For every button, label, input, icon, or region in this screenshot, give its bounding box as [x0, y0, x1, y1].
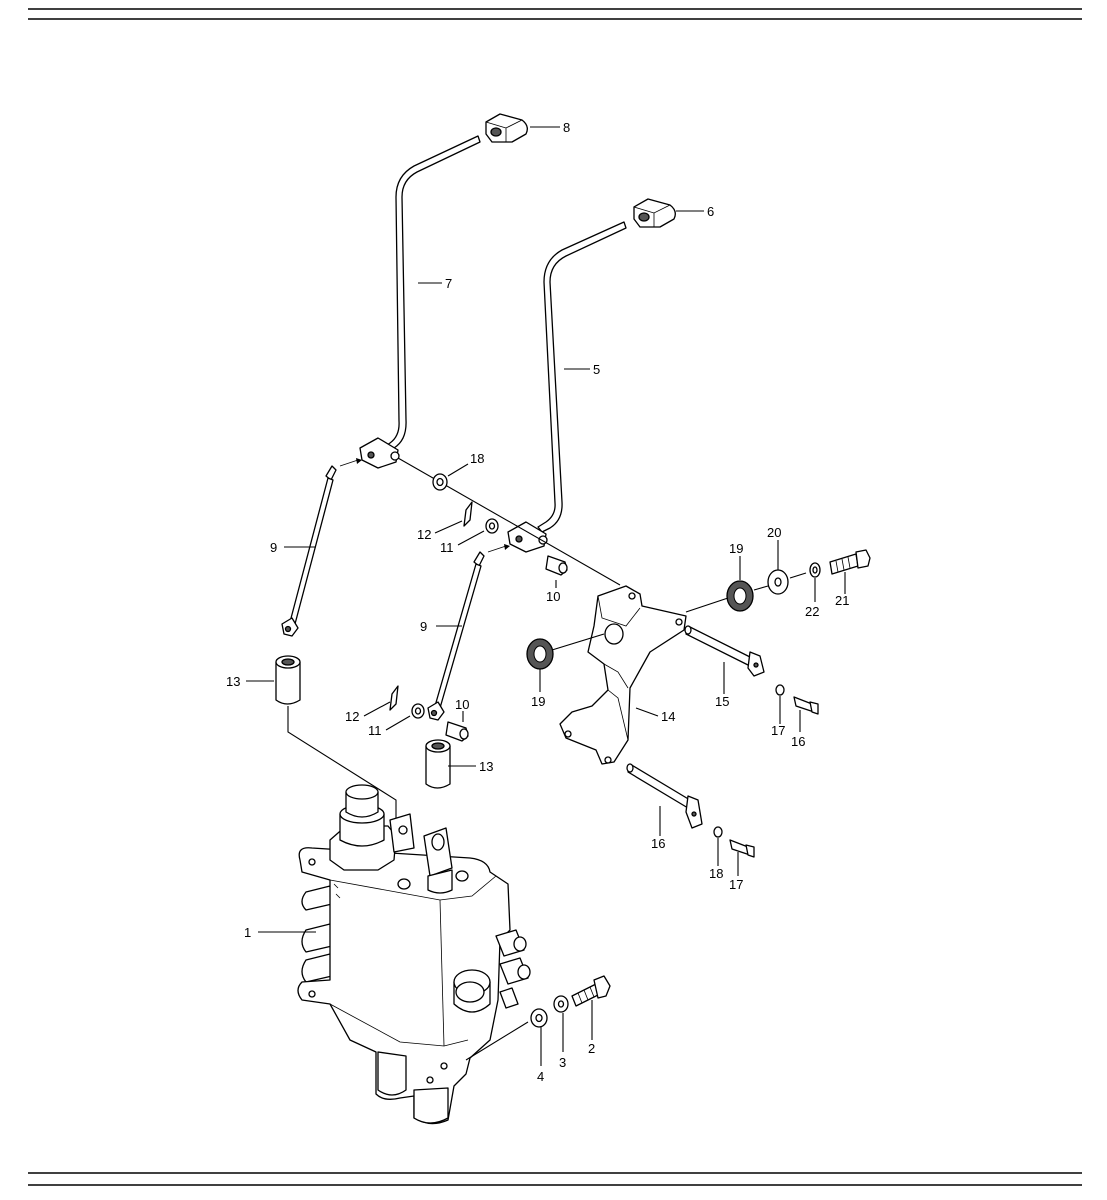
callout-labels: 8 6 7 5 18 9 12 11 10 9 13 12 11 10 13 1…	[226, 120, 849, 1084]
clevis-5	[507, 521, 548, 553]
seal-axis-left	[551, 633, 605, 651]
callout-9b: 9	[420, 619, 427, 634]
callout-4: 4	[537, 1069, 544, 1084]
callout-17a: 16	[791, 734, 805, 749]
callout-1: 1	[244, 925, 251, 940]
link-rod-9-left	[281, 458, 362, 637]
callout-16b: 16	[651, 836, 665, 851]
link-rod-9-right	[427, 544, 510, 721]
washer-3	[553, 995, 569, 1013]
callout-8: 8	[563, 120, 570, 135]
callout-11a: 11	[440, 540, 454, 555]
pin-10-upper	[545, 555, 568, 576]
lever-7	[383, 135, 481, 453]
bushing-13-right	[425, 739, 451, 789]
washer-15	[432, 473, 448, 491]
leader-lines	[246, 126, 846, 1066]
washer-11-lower	[411, 703, 425, 719]
callout-7: 7	[445, 276, 452, 291]
cotter-pin-12-lower	[389, 685, 399, 711]
bolt-17-lower	[729, 839, 755, 858]
callout-10b: 10	[455, 697, 469, 712]
callout-16a: 15	[715, 694, 729, 709]
callout-20: 20	[767, 525, 781, 540]
callout-15: 18	[470, 451, 484, 466]
callout-5: 5	[593, 362, 600, 377]
callout-9a: 9	[270, 540, 277, 555]
callout-18b: 18	[709, 866, 723, 881]
callout-19a: 19	[729, 541, 743, 556]
callout-12a: 12	[417, 527, 431, 542]
control-valve-1	[297, 784, 531, 1125]
callout-12b: 12	[345, 709, 359, 724]
washer-20	[767, 569, 789, 595]
shaft-16-upper	[684, 625, 765, 677]
knob-6	[633, 198, 676, 228]
pivot-axis-line	[397, 457, 621, 586]
callout-2: 2	[588, 1041, 595, 1056]
callout-13a: 13	[226, 674, 240, 689]
cotter-pin-12-upper	[463, 501, 473, 527]
callout-17b: 17	[729, 877, 743, 892]
washer-4	[530, 1008, 548, 1028]
washer-18-lower	[713, 826, 723, 838]
clevis-7	[359, 437, 400, 469]
callout-6: 6	[707, 204, 714, 219]
callout-3: 3	[559, 1055, 566, 1070]
bottom-border	[28, 1172, 1082, 1186]
seal-19-right	[726, 580, 754, 612]
callout-19b: 19	[531, 694, 545, 709]
washer-11-upper	[485, 518, 499, 534]
bracket-14	[559, 585, 687, 765]
callout-21: 21	[835, 593, 849, 608]
bolt-2	[571, 975, 611, 1007]
callout-22: 22	[805, 604, 819, 619]
callout-14: 14	[661, 709, 675, 724]
bolt-17-upper	[793, 696, 819, 715]
washer-18-upper	[775, 684, 785, 696]
valve-bolt-axis-line	[465, 1021, 529, 1061]
lever-5	[537, 221, 627, 533]
callout-10a: 10	[546, 589, 560, 604]
top-border	[28, 8, 1082, 20]
shaft-16-lower	[626, 763, 703, 829]
lock-washer-22	[809, 562, 821, 578]
pin-10-lower	[445, 721, 469, 742]
bolt-21	[829, 549, 871, 575]
seal-axis-right	[685, 597, 729, 613]
bushing-13-left	[275, 655, 301, 705]
seal-19-left	[526, 638, 554, 670]
knob-8	[485, 113, 528, 143]
callout-11b: 11	[368, 723, 382, 738]
washer-axis	[753, 572, 807, 591]
callout-13b: 13	[479, 759, 493, 774]
callout-18a: 17	[771, 723, 785, 738]
